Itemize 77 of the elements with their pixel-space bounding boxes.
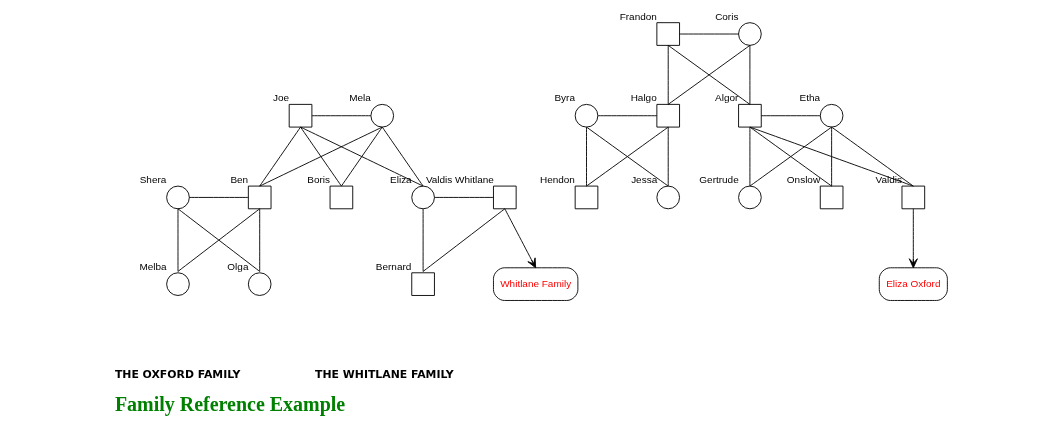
node-label: Shera	[139, 174, 166, 186]
node-label: Eliza	[389, 174, 412, 186]
node-circle	[819, 103, 843, 128]
node-box	[819, 185, 843, 210]
node-box: Eliza Oxford	[878, 267, 948, 301]
node-label: Ben	[229, 174, 248, 186]
connector	[748, 126, 832, 187]
node-circle	[655, 185, 680, 210]
connector	[177, 208, 178, 272]
node-circle	[410, 185, 435, 210]
node-label: Valdis Whitlane	[425, 174, 494, 186]
node-label: Olga	[226, 260, 248, 272]
connector	[667, 44, 750, 105]
node-circle	[165, 272, 190, 296]
connector	[258, 126, 383, 187]
node-label: Onslow	[786, 174, 820, 186]
node-label: Joe	[272, 92, 289, 104]
connector	[760, 115, 821, 117]
node-box	[410, 272, 435, 296]
node-label: Algor	[714, 92, 738, 104]
node-label: Byra	[553, 92, 575, 104]
node-label: Halgo	[630, 92, 657, 104]
arrow	[503, 208, 536, 269]
connector	[422, 208, 505, 272]
label: THE WHITLANE FAMILY	[314, 367, 454, 381]
node-circle	[737, 185, 762, 210]
node-circle	[574, 103, 598, 128]
caption: Family Reference Example	[114, 392, 345, 415]
connector	[258, 208, 260, 272]
node-label: Coris	[714, 10, 738, 22]
node-label: Boris	[306, 174, 330, 186]
connector	[667, 44, 669, 105]
node-label: Etha	[799, 92, 820, 104]
connector	[340, 126, 383, 187]
node-box: Whitlane Family	[492, 267, 578, 301]
connector	[748, 126, 750, 187]
connector	[433, 197, 494, 198]
node-box	[655, 22, 680, 46]
node-box	[329, 185, 353, 210]
connector	[678, 33, 739, 35]
node-box	[247, 185, 271, 210]
node-box	[737, 103, 762, 128]
node-label: Frandon	[619, 10, 657, 22]
connector	[177, 208, 260, 272]
node-circle	[165, 185, 190, 210]
node-label: Mela	[348, 92, 371, 104]
connector	[830, 126, 832, 187]
connector	[596, 115, 657, 117]
node-box	[288, 103, 312, 128]
node-box	[492, 185, 517, 210]
connector	[299, 126, 424, 187]
connector	[299, 126, 342, 187]
node-box	[901, 185, 925, 210]
node-circle	[737, 22, 762, 46]
node-box	[574, 185, 598, 210]
connector	[310, 115, 371, 117]
connector	[585, 126, 587, 187]
node-box	[655, 103, 680, 128]
node-label: Melba	[138, 260, 167, 272]
arrow	[908, 208, 918, 269]
connector	[188, 197, 249, 198]
node-label: Bernard	[375, 260, 411, 272]
label: THE OXFORD FAMILY	[114, 367, 240, 381]
connector	[381, 126, 424, 187]
connector	[422, 208, 424, 272]
connector	[830, 126, 914, 187]
connector	[585, 126, 669, 187]
node-label: Jessa	[630, 174, 657, 186]
node-circle	[247, 272, 271, 296]
connector	[258, 126, 301, 187]
node-circle	[369, 103, 394, 128]
node-label: Gertrude	[698, 174, 739, 186]
node-label: Hendon	[539, 174, 575, 186]
connector	[748, 44, 750, 105]
connector	[748, 126, 914, 187]
node-label: Valdis	[875, 174, 902, 186]
connector	[667, 126, 669, 187]
